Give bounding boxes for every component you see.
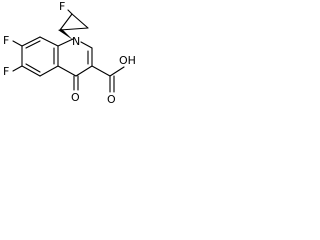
atom-fluorine-ring-top: F	[3, 34, 9, 47]
wedge-bond	[58, 29, 73, 40]
atom-fluorine-ring-bottom: F	[3, 65, 9, 78]
atom-oxygen-carbonyl: O	[107, 93, 116, 106]
atom-fluorine-cyclopropyl: F	[59, 0, 65, 13]
bond-lines	[12, 9, 125, 93]
atom-hydroxyl: OH	[119, 54, 136, 67]
quinolone-structure: F F F N O OH O	[3, 0, 136, 106]
structure-canvas: F F F N O OH O	[0, 0, 141, 119]
atom-nitrogen: N	[72, 35, 80, 48]
atom-oxygen-ketone: O	[71, 91, 80, 104]
